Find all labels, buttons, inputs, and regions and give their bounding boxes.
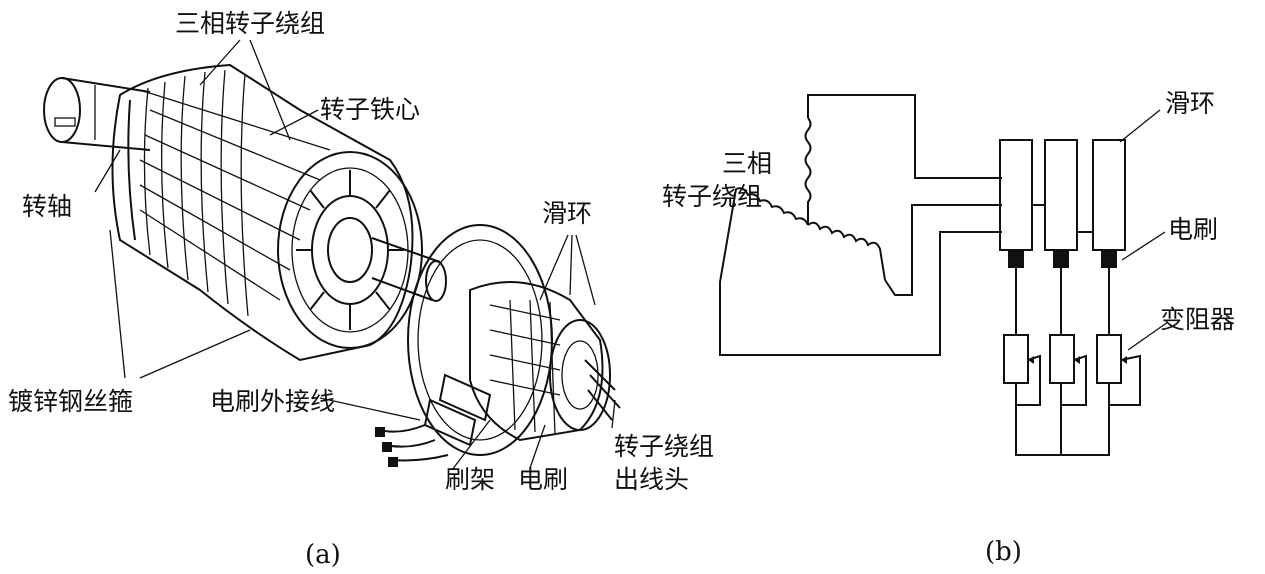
circuit-diagram	[719, 94, 1141, 456]
label-slip-rings-a: 滑环	[542, 199, 592, 228]
rheostats	[1003, 334, 1141, 456]
slip-ring-assembly	[407, 224, 611, 456]
label-three-phase-line1: 三相	[722, 149, 772, 178]
leader-lines-a	[94, 39, 616, 471]
rotor-core-body	[111, 63, 414, 362]
phase-leads	[719, 94, 1002, 356]
caption-a: (a)	[305, 540, 341, 570]
y-connected-winding	[719, 117, 886, 283]
label-three-phase-rotor-winding: 三相转子绕组	[175, 9, 325, 38]
label-rotor-winding-lead-line2: 出线头	[614, 465, 689, 494]
rotor-end-ring	[277, 151, 423, 349]
label-brush-b: 电刷	[1168, 215, 1218, 244]
caption-b: (b)	[985, 537, 1022, 567]
slip-rings-b	[999, 139, 1126, 251]
label-shaft: 转轴	[22, 192, 72, 221]
label-brush-external-lead: 电刷外接线	[210, 387, 335, 416]
label-rotor-winding-line2: 转子绕组	[662, 182, 762, 211]
leader-lines-b	[1119, 109, 1169, 351]
label-galvanized-steel-wire-hoop: 镀锌钢丝箍	[8, 387, 133, 416]
label-rotor-core: 转子铁心	[320, 95, 420, 124]
rotor-shaft	[43, 77, 151, 151]
connecting-shaft	[371, 237, 447, 302]
label-brush-holder: 刷架	[445, 465, 495, 494]
label-brush-a: 电刷	[518, 465, 568, 494]
label-rheostat: 变阻器	[1160, 305, 1235, 334]
rotor-drawing	[43, 63, 621, 467]
brushes-b	[1008, 250, 1117, 335]
label-slip-ring-b: 滑环	[1165, 89, 1215, 118]
label-rotor-winding-lead-line1: 转子绕组	[614, 432, 714, 461]
brush-holders	[375, 373, 492, 467]
